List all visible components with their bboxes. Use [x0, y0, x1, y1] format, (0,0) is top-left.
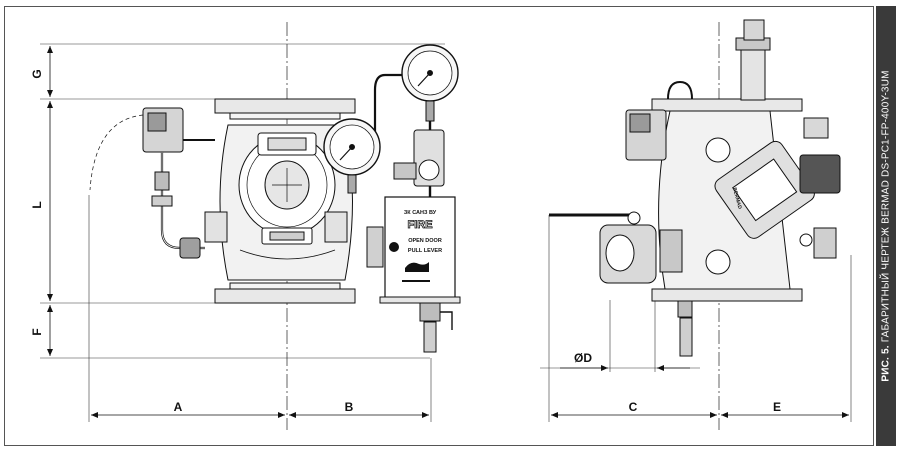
extension-lines-right	[540, 215, 852, 422]
actuator-box	[799, 154, 841, 194]
fire-box-line2: FIRE	[407, 219, 432, 231]
release-knob	[389, 242, 399, 252]
fire-box-line3: OPEN DOOR	[408, 238, 442, 244]
fire-box-line4: PULL LEVER	[408, 248, 442, 254]
side-bottom-flange	[651, 288, 803, 302]
fire-box-line1: ЗК САНЗ ВУ	[404, 210, 437, 216]
dim-label-a: A	[174, 400, 183, 414]
left-valve-view	[89, 44, 461, 353]
top-flange	[214, 98, 356, 114]
caption-prefix: РИС. 5.	[880, 345, 892, 382]
dim-label-c: C	[629, 400, 638, 414]
extension-lines-left	[40, 43, 445, 422]
bottom-flange	[214, 288, 356, 304]
caption-title: ГАБАРИТНЫЙ ЧЕРТЕЖ BERMAD DS-PC1-FP-400Y-…	[880, 70, 892, 346]
dim-label-f: F	[30, 328, 44, 335]
dim-label-e: E	[773, 400, 781, 414]
right-valve-view	[549, 19, 841, 357]
dim-label-b: B	[345, 400, 354, 414]
caption-text: РИС. 5. ГАБАРИТНЫЙ ЧЕРТЕЖ BERMAD DS-PC1-…	[881, 70, 892, 381]
dim-label-g: G	[30, 69, 44, 78]
dim-label-d: ØD	[574, 351, 592, 365]
side-top-flange	[651, 98, 803, 112]
drawing-frame	[4, 6, 874, 446]
dim-label-l: L	[30, 201, 44, 208]
side-caption: РИС. 5. ГАБАРИТНЫЙ ЧЕРТЕЖ BERMAD DS-PC1-…	[876, 6, 896, 446]
door-swing-arc	[89, 114, 144, 191]
valve-brand-label: BERMAD	[731, 187, 743, 210]
